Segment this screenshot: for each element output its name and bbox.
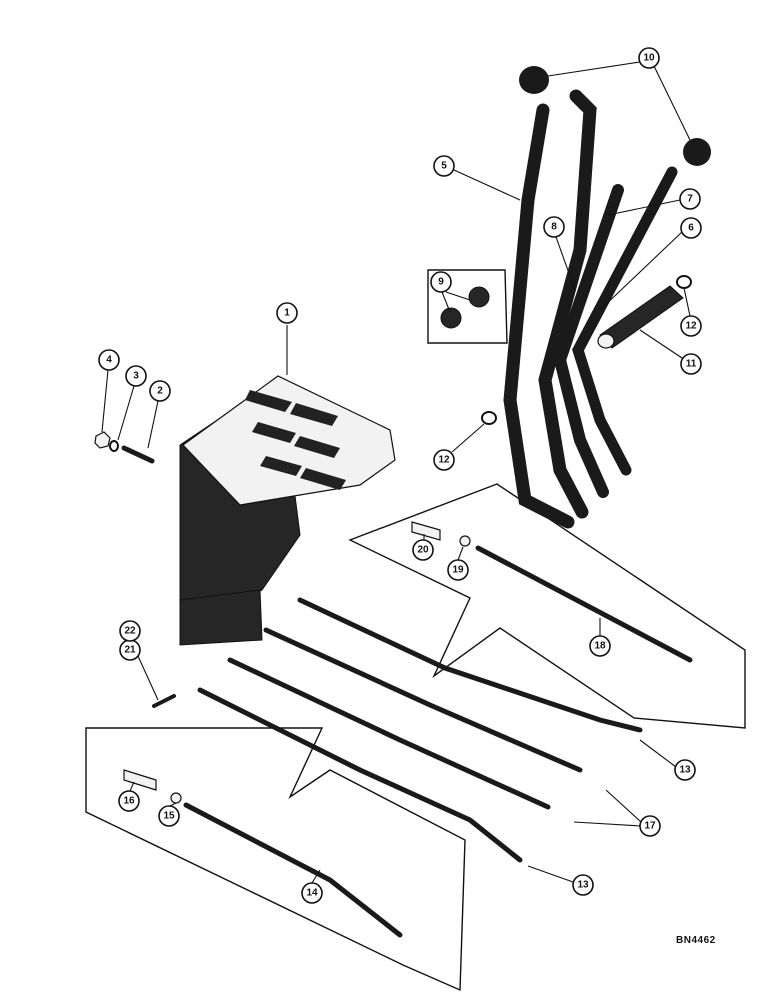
control-rod-13-upper: [297, 597, 643, 733]
lever-knob-lower: [683, 138, 711, 166]
svg-text:1: 1: [284, 308, 290, 319]
svg-text:19: 19: [452, 565, 464, 576]
svg-text:21: 21: [124, 645, 136, 656]
hex-nut: [94, 431, 111, 449]
shifter-housing: [179, 375, 396, 646]
svg-text:18: 18: [594, 641, 606, 652]
callout-3: 3: [117, 365, 147, 441]
callout-18: 18: [589, 618, 611, 657]
callout-14: 14: [301, 869, 323, 904]
callout-12-upper: 12: [680, 287, 702, 337]
control-rod-17-lower: [227, 657, 551, 810]
clevis-16: [123, 769, 157, 791]
pivot-shaft: [597, 285, 684, 349]
svg-text:3: 3: [133, 371, 139, 382]
snap-ring-upper: [676, 275, 692, 289]
svg-text:12: 12: [685, 321, 697, 332]
shift-lever-center: [538, 89, 597, 519]
svg-text:8: 8: [551, 222, 557, 233]
callout-1: 1: [276, 302, 298, 375]
inset-frame-rod-14: [85, 727, 466, 992]
svg-text:2: 2: [157, 386, 163, 397]
inset-frame-rod-18: [348, 483, 746, 729]
svg-text:22: 22: [124, 626, 136, 637]
jam-nut-19: [459, 535, 471, 547]
shift-lever-outer: [572, 166, 678, 476]
callout-7: 7: [607, 188, 701, 216]
shift-lever-left: [503, 103, 575, 529]
svg-text:9: 9: [438, 277, 444, 288]
bushing-pair: [440, 286, 490, 329]
callout-19: 19: [447, 546, 469, 581]
callout-13-lower: 13: [527, 865, 594, 896]
svg-text:13: 13: [577, 880, 589, 891]
clevis-20: [411, 521, 441, 541]
drawing-reference-code: BN4462: [676, 935, 716, 946]
control-rod-17-upper: [263, 627, 583, 773]
callout-10: 10: [547, 47, 691, 141]
svg-text:6: 6: [688, 223, 694, 234]
callout-2: 2: [147, 380, 171, 449]
svg-text:12: 12: [438, 455, 450, 466]
svg-text:20: 20: [417, 545, 429, 556]
svg-text:10: 10: [643, 53, 655, 64]
callout-20: 20: [412, 534, 434, 561]
callout-8: 8: [543, 216, 576, 291]
callout-5: 5: [433, 155, 521, 201]
clevis-pin-21-22: [152, 694, 176, 708]
lever-knob-upper: [519, 66, 549, 94]
lock-washer: [109, 440, 119, 452]
callout-16: 16: [118, 781, 140, 812]
callout-12-lower: 12: [433, 423, 485, 471]
control-rod-18: [475, 545, 693, 663]
callout-17: 17: [573, 789, 661, 837]
callout-15: 15: [158, 802, 180, 827]
snap-ring-lower: [481, 411, 497, 425]
svg-text:16: 16: [123, 796, 135, 807]
callout-4: 4: [98, 349, 120, 433]
svg-text:11: 11: [686, 359, 697, 370]
callout-6: 6: [599, 217, 702, 311]
svg-text:7: 7: [687, 194, 693, 205]
control-rod-14: [183, 802, 403, 938]
svg-text:4: 4: [106, 355, 112, 366]
svg-text:13: 13: [679, 765, 691, 776]
inset-frame-bushings: [427, 269, 508, 344]
callout-11: 11: [639, 329, 702, 375]
svg-text:5: 5: [441, 161, 447, 172]
svg-text:14: 14: [306, 888, 318, 899]
housing-bolt: [121, 445, 155, 464]
jam-nut-15: [170, 792, 182, 804]
callout-21: 21: [119, 639, 159, 701]
svg-text:15: 15: [163, 811, 175, 822]
control-rod-13-lower: [197, 687, 523, 863]
callout-9: 9: [430, 271, 471, 313]
shift-lever-right: [553, 184, 624, 498]
svg-text:17: 17: [644, 821, 656, 832]
callout-13-upper: 13: [639, 739, 696, 781]
callout-22: 22: [119, 620, 141, 642]
